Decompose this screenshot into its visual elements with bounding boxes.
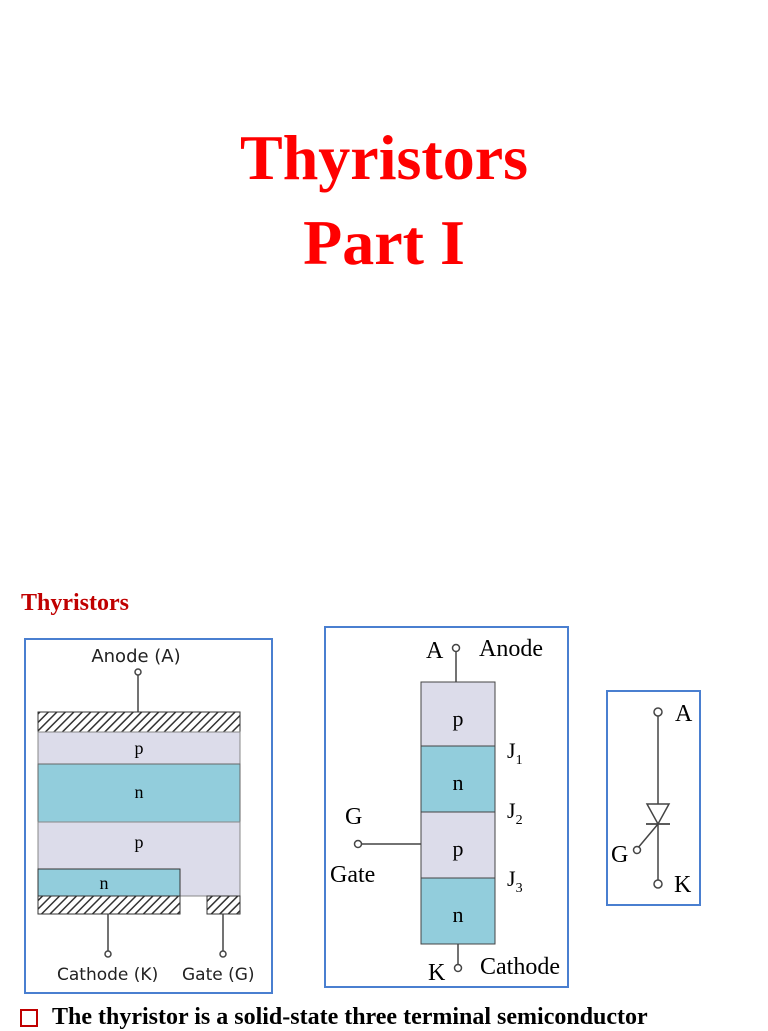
layer-diagram: A Anode p n p n J1 J2 J3 G Gate K Cathod… — [324, 626, 569, 988]
anode-terminal — [134, 668, 142, 676]
gate-label: Gate (G) — [182, 965, 255, 985]
junction-j1-letter: J — [507, 738, 516, 763]
gate-terminal — [353, 839, 363, 849]
symbol-anode-label: A — [675, 701, 693, 727]
junction-j3: J3 — [507, 866, 523, 896]
layer-n2-label: n — [453, 902, 464, 927]
layer-n1-label: n — [453, 770, 464, 795]
symbol-cathode-label: K — [674, 872, 692, 898]
layer-p1 — [420, 681, 496, 747]
bullet-square-icon — [20, 1009, 38, 1028]
section-heading: Thyristors — [21, 590, 129, 616]
anode-label: Anode (A) — [91, 646, 180, 667]
layer-n1-label: n — [135, 782, 144, 802]
layer-n2-label: n — [100, 873, 109, 893]
layer-p2-label: p — [135, 832, 144, 852]
layer-diagram-svg: A Anode p n p n J1 J2 J3 G Gate K Cathod… — [330, 636, 560, 986]
junction-j1-index: 1 — [516, 753, 523, 768]
bullet-text: The thyristor is a solid-state three ter… — [52, 1004, 648, 1030]
gate-terminal — [219, 950, 227, 958]
bullet-point: The thyristor is a solid-state three ter… — [20, 1004, 760, 1031]
cathode-label: Cathode (K) — [57, 965, 158, 985]
symbol-anode-terminal — [653, 707, 663, 717]
junction-j2-letter: J — [507, 798, 516, 823]
cathode-terminal — [453, 963, 463, 973]
anode-letter: A — [426, 638, 444, 664]
title-line-2: Part I — [303, 207, 465, 278]
symbol-diode-triangle — [645, 803, 671, 826]
layer-p1-label: p — [453, 706, 464, 731]
layer-n1 — [420, 745, 496, 813]
layer-p1-label: p — [135, 738, 144, 758]
junction-j2-index: 2 — [516, 813, 523, 828]
cathode-contact — [37, 895, 181, 915]
title-line-1: Thyristors — [240, 122, 528, 193]
junction-j1: J1 — [507, 738, 523, 768]
structure-diagram-svg: Anode (A) p n p n Cathode (K) Gate (G) — [37, 646, 255, 985]
layer-n2 — [420, 877, 496, 945]
thyristor-symbol-svg: A G K — [611, 701, 693, 898]
layer-n1 — [37, 763, 241, 823]
thyristor-symbol: A G K — [606, 690, 701, 906]
cathode-label: Cathode — [480, 954, 560, 980]
layer-n2 — [37, 868, 181, 897]
anode-terminal — [451, 643, 461, 653]
symbol-cathode-terminal — [653, 879, 663, 889]
junction-j3-letter: J — [507, 866, 516, 891]
junction-j3-index: 3 — [516, 881, 523, 896]
cathode-terminal — [104, 950, 112, 958]
layer-p2 — [420, 811, 496, 879]
layer-p2-label: p — [453, 836, 464, 861]
anode-label: Anode — [479, 636, 543, 662]
gate-contact — [206, 895, 241, 915]
cathode-letter: K — [428, 960, 446, 986]
junction-j2: J2 — [507, 798, 523, 828]
gate-letter: G — [345, 804, 362, 830]
symbol-gate-terminal — [632, 845, 642, 855]
structure-diagram: Anode (A) p n p n Cathode (K) Gate (G) — [24, 638, 273, 994]
anode-contact — [37, 711, 241, 733]
gate-label: Gate — [330, 862, 375, 888]
symbol-gate-lead — [636, 823, 659, 850]
symbol-gate-label: G — [611, 842, 628, 868]
